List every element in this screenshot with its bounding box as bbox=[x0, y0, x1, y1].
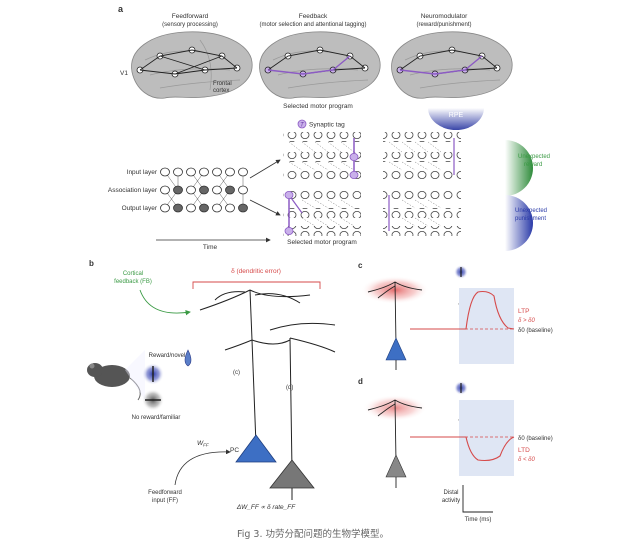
brain-feedforward-image bbox=[131, 31, 253, 99]
panel-d-shaded-window bbox=[459, 400, 514, 476]
unexpected-reward-line2: reward bbox=[524, 162, 542, 168]
water-drop-icon bbox=[184, 349, 192, 367]
panel-c-neuron bbox=[367, 281, 423, 346]
synaptic-tag-icon bbox=[297, 119, 307, 129]
output-layer-label: Output layer bbox=[122, 205, 158, 212]
cortical-feedback-line2: feedback (FB) bbox=[114, 279, 152, 285]
ltd-condition: δ < δ0 bbox=[518, 457, 536, 463]
dendritic-error-bracket bbox=[192, 281, 321, 289]
selected-motor-program-bottom: Selected motor program bbox=[287, 239, 357, 246]
feedforward-arrow bbox=[174, 449, 231, 486]
mouse-image bbox=[87, 363, 141, 401]
panel-d-baseline-label: δ0 (baseline) bbox=[518, 436, 553, 442]
network-right-top bbox=[383, 132, 461, 180]
unexpected-punishment-line2: punishment bbox=[515, 216, 546, 222]
panel-c-soma bbox=[385, 337, 407, 361]
panel-d-trace bbox=[410, 436, 515, 462]
unexpected-reward-line1: Unexpected bbox=[518, 154, 550, 160]
panel-a-letter: a bbox=[118, 4, 124, 14]
ff-input-line1: Feedforward bbox=[148, 490, 182, 496]
pc-soma bbox=[235, 434, 277, 463]
no-reward-label: No reward/familiar bbox=[132, 415, 181, 421]
brain-feedback-image bbox=[259, 31, 381, 99]
panel-c-baseline-label: δ0 (baseline) bbox=[518, 328, 553, 334]
x-axis-label: Time (ms) bbox=[465, 517, 492, 523]
panel-d-soma bbox=[385, 454, 407, 478]
d-marker: (d) bbox=[286, 385, 293, 391]
brain-sub-feedforward: (sensory processing) bbox=[162, 22, 218, 28]
panel-c-shaded-window bbox=[459, 288, 514, 364]
plasticity-equation: ΔW_FF ∝ δ rate_FF bbox=[236, 504, 296, 511]
pc-label: PC bbox=[230, 447, 239, 454]
pyramidal-neurons bbox=[199, 289, 336, 471]
unexpected-reward-shape bbox=[505, 140, 533, 196]
panel-c-trace bbox=[410, 290, 515, 330]
brain-sub-neuromodulator: (reward/punishment) bbox=[416, 22, 471, 28]
y-axis-line2: activity bbox=[442, 498, 460, 504]
panel-d-neuron bbox=[367, 399, 423, 463]
figure-caption: Fig 3. 功劳分配问题的生物学模型。 bbox=[236, 529, 390, 540]
rpe-shape bbox=[428, 108, 484, 130]
rpe-label: RPE bbox=[449, 112, 464, 119]
axes-legend bbox=[462, 485, 493, 513]
y-axis-line1: Distal bbox=[443, 490, 458, 496]
ltp-condition: δ > δ0 bbox=[518, 318, 536, 324]
ltd-label: LTD bbox=[518, 447, 530, 454]
network-middle-top bbox=[283, 132, 361, 180]
brain-title-neuromodulator: Neuromodulator bbox=[421, 13, 468, 20]
ltp-label: LTP bbox=[518, 308, 529, 315]
association-layer-label: Association layer bbox=[108, 187, 158, 194]
cortical-feedback-arrow bbox=[139, 289, 191, 316]
network-middle-bottom bbox=[283, 190, 361, 236]
ff-input-line2: input (FF) bbox=[152, 498, 178, 504]
network-left bbox=[160, 167, 248, 213]
synaptic-tag-label: Synaptic tag bbox=[309, 122, 345, 129]
network-right-bottom bbox=[383, 190, 461, 236]
synaptic-tag-symbol: T bbox=[300, 123, 305, 129]
brain-neuromodulator-image bbox=[391, 31, 513, 99]
reward-novel-label: Reward/novel bbox=[149, 353, 186, 359]
arrow-to-feedback-network bbox=[249, 159, 281, 179]
c-marker: (c) bbox=[233, 370, 240, 376]
v1-label: V1 bbox=[120, 70, 128, 77]
brain-title-feedback: Feedback bbox=[299, 13, 328, 20]
brain-sub-feedback: (motor selection and attentional tagging… bbox=[259, 22, 366, 28]
time-label: Time bbox=[203, 244, 218, 251]
frontal-label: Frontal bbox=[213, 81, 232, 87]
second-soma bbox=[269, 459, 315, 489]
cortex-label: cortex bbox=[213, 88, 229, 94]
input-layer-label: Input layer bbox=[127, 169, 158, 176]
dendritic-error-label: δ (dendritic error) bbox=[231, 268, 281, 275]
unexpected-punishment-line1: Unexpected bbox=[515, 208, 547, 214]
panel-d-letter: d bbox=[358, 377, 363, 386]
brain-title-feedforward: Feedforward bbox=[172, 13, 209, 20]
arrow-to-tagged-network bbox=[249, 199, 281, 216]
panel-b-letter: b bbox=[89, 259, 94, 268]
panel-c-letter: c bbox=[358, 261, 363, 270]
unexpected-punishment-shape bbox=[505, 195, 533, 251]
selected-motor-program-top: Selected motor program bbox=[283, 103, 353, 110]
vision-cone bbox=[125, 350, 145, 400]
cortical-feedback-line1: Cortical bbox=[123, 271, 143, 277]
wff-label: WFF bbox=[197, 440, 209, 448]
